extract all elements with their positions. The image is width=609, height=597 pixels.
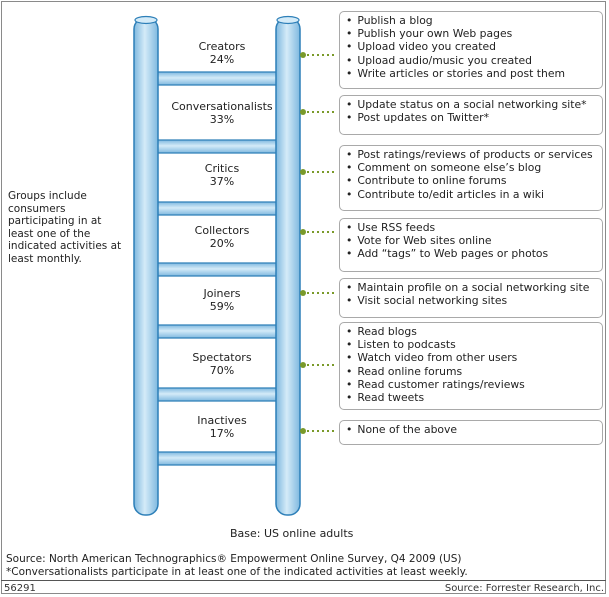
activity-item: Use RSS feeds (346, 221, 598, 234)
activity-box: Update status on a social networking sit… (339, 95, 603, 135)
group-name: Collectors (194, 224, 250, 237)
group-percent: 59% (209, 300, 235, 313)
footnote-line: *Conversationalists participate in at le… (6, 566, 468, 578)
ladder-rung (149, 451, 287, 466)
connector-dot (300, 169, 306, 175)
group-percent: 33% (209, 113, 235, 126)
ladder-rung (149, 262, 287, 277)
connector-dot (300, 109, 306, 115)
connector-dot (300, 52, 306, 58)
activity-box: Maintain profile on a social networking … (339, 278, 603, 318)
activity-item: Read customer ratings/reviews (346, 378, 598, 391)
group-name: Inactives (197, 414, 247, 427)
activity-box: Use RSS feedsVote for Web sites onlineAd… (339, 218, 603, 272)
group-name: Critics (204, 162, 240, 175)
activity-item: Listen to podcasts (346, 338, 598, 351)
activity-item: Read tweets (346, 391, 598, 404)
activity-item: Add “tags” to Web pages or photos (346, 247, 598, 260)
activity-item: Watch video from other users (346, 351, 598, 364)
group-percent: 70% (209, 364, 235, 377)
connector-dot (300, 229, 306, 235)
activity-box: Post ratings/reviews of products or serv… (339, 145, 603, 211)
activity-item: Comment on someone else’s blog (346, 161, 598, 174)
group-name: Creators (198, 40, 246, 53)
ladder-left-rail (133, 17, 159, 516)
group-percent: 17% (209, 427, 235, 440)
activity-item: Visit social networking sites (346, 294, 598, 307)
group-name: Conversationalists (171, 100, 273, 113)
activity-item: Maintain profile on a social networking … (346, 281, 598, 294)
activity-item: Publish your own Web pages (346, 27, 598, 40)
activity-item: Upload audio/music you created (346, 54, 598, 67)
connector-dot (300, 428, 306, 434)
group-name: Joiners (203, 287, 241, 300)
group-percent: 24% (209, 53, 235, 66)
figure-code: 56291 (4, 583, 36, 594)
participation-note: Groups include consumers participating i… (8, 190, 122, 265)
activity-item: Contribute to/edit articles in a wiki (346, 188, 598, 201)
activity-item: None of the above (346, 423, 598, 436)
ladder-rung (149, 387, 287, 402)
activity-item: Publish a blog (346, 14, 598, 27)
ladder-rung (149, 201, 287, 216)
connector-dot (300, 362, 306, 368)
connector-dot (300, 290, 306, 296)
activity-item: Post updates on Twitter* (346, 111, 598, 124)
activity-item: Post ratings/reviews of products or serv… (346, 148, 598, 161)
group-name: Spectators (192, 351, 252, 364)
source-line: Source: North American Technographics® E… (6, 553, 462, 565)
activity-item: Read online forums (346, 365, 598, 378)
footer-divider (1, 580, 606, 581)
activity-item: Vote for Web sites online (346, 234, 598, 247)
activity-item: Write articles or stories and post them (346, 67, 598, 80)
ladder-rung (149, 71, 287, 86)
activity-box: None of the above (339, 420, 603, 445)
activity-box: Read blogsListen to podcastsWatch video … (339, 322, 603, 410)
activity-box: Publish a blogPublish your own Web pages… (339, 11, 603, 89)
source-note: Source: North American Technographics® E… (6, 553, 468, 579)
activity-item: Update status on a social networking sit… (346, 98, 598, 111)
activity-item: Contribute to online forums (346, 174, 598, 187)
ladder-rung (149, 324, 287, 339)
activity-item: Upload video you created (346, 40, 598, 53)
base-note: Base: US online adults (230, 527, 354, 540)
group-percent: 37% (209, 175, 235, 188)
ladder-right-rail (275, 17, 301, 516)
group-percent: 20% (209, 237, 235, 250)
credit-line: Source: Forrester Research, Inc. (444, 583, 604, 594)
activity-item: Read blogs (346, 325, 598, 338)
ladder-rung (149, 139, 287, 154)
